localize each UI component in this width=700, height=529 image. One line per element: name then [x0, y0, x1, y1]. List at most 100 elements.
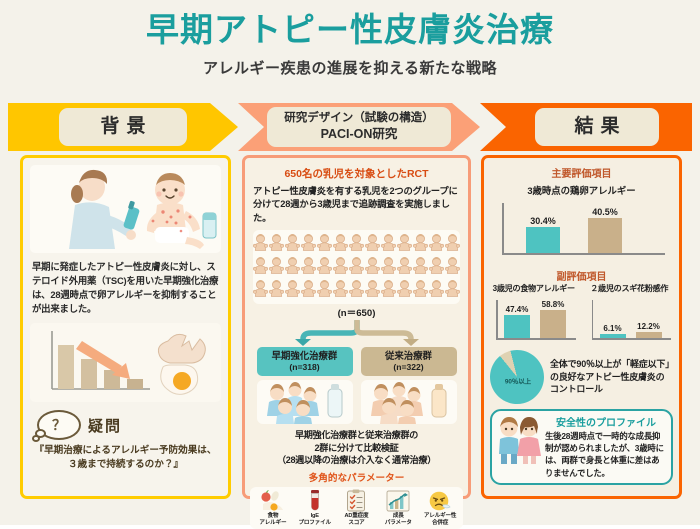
parameter-label: アレルギー性合併症: [420, 513, 460, 527]
banner-design-line1: 研究デザイン（試験の構造）: [284, 111, 434, 124]
split-arrows: [245, 318, 468, 347]
cohort-row: [252, 234, 461, 256]
primary-chart-title: 3歳時点の鶏卵アレルギー: [527, 185, 636, 196]
question-label: 疑問: [88, 417, 123, 435]
cohort-baby-icon: [300, 257, 317, 279]
chart-x-axis: [496, 338, 576, 340]
bar-intensive: 6.1%: [599, 324, 626, 339]
banner-background: 背景: [8, 103, 238, 151]
banner-background-label: 背景: [100, 115, 153, 137]
pollen-bar-chart: 6.1% 12.2%: [584, 296, 676, 346]
secondary-chart-pollen: ２歳児のスギ花粉感作 6.1% 12.2%: [584, 283, 676, 346]
safety-profile-box: 安全性のプロファイル 生後28週時点で一時的な成長抑制が認められましたが、3歳時…: [490, 409, 673, 485]
cohort-baby-icon: [252, 280, 269, 302]
primary-bar-chart: 30.4% 40.5%: [494, 199, 669, 261]
title-block: 早期アトピー性皮膚炎治療 アレルギー疾患の進展を抑える新たな戦略: [0, 11, 700, 78]
group-intensive: 早期強化治療群 (n=318): [256, 347, 353, 376]
chart-x-axis: [502, 253, 665, 255]
cohort-baby-icon: [316, 234, 333, 256]
panel-results: 主要評価項目 3歳時点の鶏卵アレルギー 30.4% 40.5% 副評価項目 3歳…: [481, 155, 682, 499]
cohort-baby-icon: [412, 257, 429, 279]
parameter-label-line: パラメータ: [384, 520, 412, 527]
decline-chart-svg: [51, 331, 206, 396]
comparison-note-line2: 2群に分けて比較検証: [314, 442, 399, 453]
growth-chart-icon: [378, 490, 418, 512]
cohort-baby-icon: [444, 234, 461, 256]
comparison-note: 早期強化治療群と従来治療群の 2群に分けて比較検証 （28週以降の治療は介入なく…: [249, 429, 464, 467]
cohort-baby-icon: [284, 280, 301, 302]
banner-results: 結果: [480, 103, 692, 151]
banner-design-line2: PACI-ON研究: [320, 127, 398, 142]
question-mark-glyph: ？: [52, 417, 66, 434]
cohort-baby-icon: [444, 280, 461, 302]
cohort-baby-icon: [300, 280, 317, 302]
cohort-baby-icon: [252, 257, 269, 279]
cohort-baby-icon: [316, 257, 333, 279]
secondary-chart-food: 3歳児の食物アレルギー 47.4% 58.8%: [488, 283, 580, 346]
conventional-babies-svg: [370, 381, 446, 424]
parameter-label: 食物アレルギー: [253, 513, 293, 527]
group-intensive-name: 早期強化治療群: [271, 350, 338, 362]
secondary-endpoint-title: 副評価項目: [556, 272, 607, 283]
cohort-baby-icon: [444, 257, 461, 279]
bar-conventional-value: 58.8%: [541, 299, 565, 309]
comparison-note-line3: （28週以降の治療は介入なく通常治療）: [276, 455, 436, 466]
cohort-baby-icon: [316, 280, 333, 302]
cohort-baby-icon: [332, 234, 349, 256]
comparison-note-line1: 早期強化治療群と従来治療群の: [294, 429, 419, 440]
parameter-label-line: AD重症度: [344, 513, 369, 520]
bar-intensive: 47.4%: [504, 305, 530, 339]
parameter-label-line: 合併症: [431, 520, 449, 527]
secondary-pollen-title: ２歳児のスギ花粉感作: [590, 284, 669, 293]
control-pie-row: 90％以上 全体で90％以上が「軽症以下」の良好なアトピー性皮膚炎のコントロール: [484, 344, 673, 410]
cohort-baby-icon: [364, 234, 381, 256]
group-illustrations-row: [245, 379, 468, 424]
cohort-row: [252, 257, 461, 279]
safety-title: 安全性のプロファイル: [556, 418, 656, 429]
banner-results-label: 結果: [574, 115, 627, 137]
group-intensive-n: (n=318): [289, 362, 320, 373]
cohort-baby-icon: [348, 257, 365, 279]
cohort-baby-icon: [380, 257, 397, 279]
cohort-baby-icon: [428, 257, 445, 279]
question-bubble-icon: ？: [32, 410, 81, 443]
parameter-item: 成長パラメータ: [378, 490, 418, 527]
bar-conventional: 40.5%: [588, 207, 622, 254]
cohort-baby-icon: [252, 234, 269, 256]
page-title: 早期アトピー性皮膚炎治療: [146, 11, 554, 48]
chart-y-axis: [502, 203, 504, 255]
group-conventional: 従来治療群 (n=322): [360, 347, 457, 376]
cohort-baby-icon: [380, 234, 397, 256]
safety-text: 生後28週時点で一時的な成長抑制が認められましたが、3歳時には、両群で身長と体重…: [545, 431, 664, 478]
group-conventional-n: (n=322): [393, 362, 424, 373]
cohort-baby-icon: [396, 234, 413, 256]
split-arrows-svg: [295, 318, 419, 347]
parameter-label-line: アレルギー性: [423, 513, 457, 520]
bar-conventional-value: 12.2%: [637, 322, 660, 332]
cohort-baby-icon: [364, 257, 381, 279]
blood-tube-icon: [295, 490, 335, 512]
bar-conventional: 58.8%: [540, 300, 566, 339]
sick-face-icon: [420, 490, 460, 512]
parameter-label-line: プロファイル: [298, 520, 332, 527]
cohort-baby-icon: [284, 257, 301, 279]
mother-baby-illustration: [30, 165, 221, 253]
left-decline-chart-illustration: [30, 323, 221, 403]
parameter-label-line: 食物: [267, 513, 279, 520]
cohort-baby-icon: [428, 234, 445, 256]
two-children-svg: [499, 417, 541, 464]
clipboard-icon: [336, 489, 376, 512]
left-summary-text: 早期に発症したアトピー性皮膚炎に対し、ステロイド外用薬（TSC)を用いた早期強化…: [32, 261, 219, 315]
cohort-baby-icon: [268, 234, 285, 256]
food-allergy-icon: [253, 490, 293, 512]
cohort-baby-icon: [364, 280, 381, 302]
bar-intensive: 30.4%: [526, 216, 560, 254]
banner-study-design: 研究デザイン（試験の構造） PACI-ON研究: [238, 103, 480, 151]
parameter-label-line: 成長: [392, 513, 404, 520]
cohort-baby-icon: [284, 234, 301, 256]
cohort-baby-icon: [348, 280, 365, 302]
